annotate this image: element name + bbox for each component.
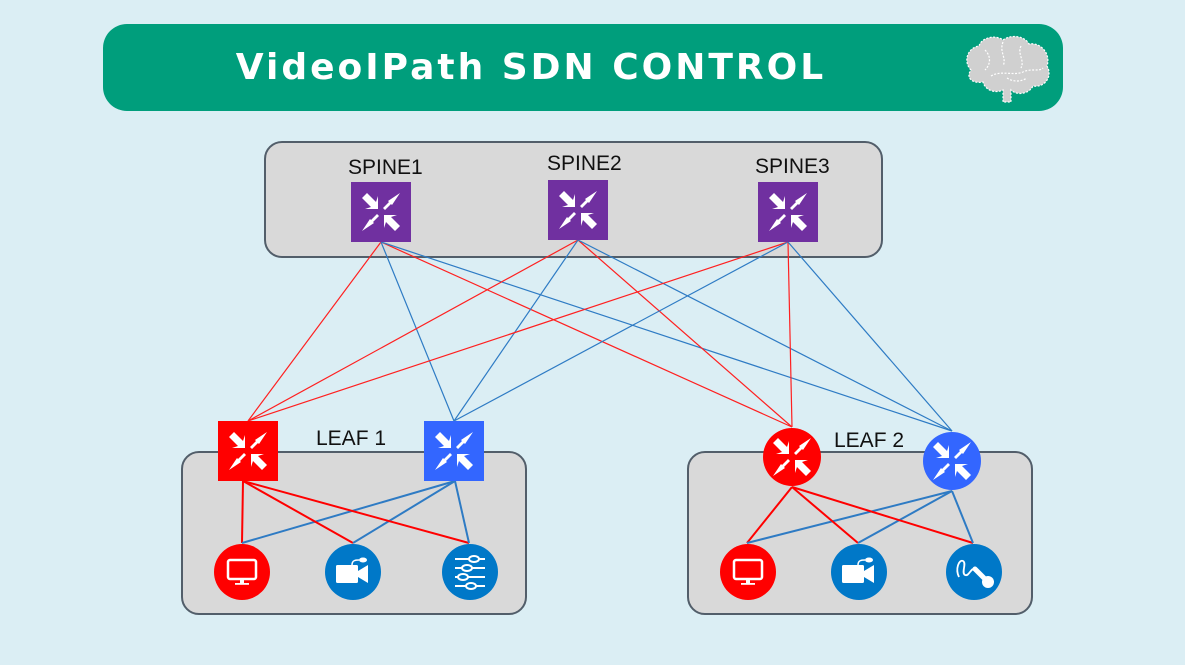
link-spine2-leaf1-red [247,239,579,422]
video-camera-icon [842,557,874,583]
link-leaf2-red-device1 [746,486,793,544]
link-leaf1-blue-device1 [241,480,456,544]
link-leaf1-red-device2 [242,480,354,544]
video-camera-icon [336,557,368,583]
leaf1-camera-device[interactable] [324,543,382,601]
link-spine1-leaf1-red [247,241,382,422]
spine1-switch[interactable] [351,182,411,242]
leaf1-mixer-device[interactable] [441,543,499,601]
spine2-label: SPINE2 [547,152,622,175]
audio-mixer-icon [455,555,485,590]
leaf2-camera-device[interactable] [830,543,888,601]
link-leaf1-red-device3 [242,480,470,544]
spine3-switch[interactable] [758,182,818,242]
leaf2-red-switch[interactable] [762,427,822,487]
leaf1-monitor-device[interactable] [213,543,271,601]
leaf2-microphone-device[interactable] [945,543,1003,601]
leaf1-red-switch[interactable] [218,421,278,481]
link-leaf2-blue-device2 [857,490,953,544]
link-spine3-leaf1-red [247,241,789,422]
leaf-device-links [241,480,974,544]
title-banner: VideoIPath SDN CONTROL [103,24,1063,111]
link-leaf1-red-device1 [241,480,244,544]
spine3-label: SPINE3 [755,155,830,178]
spine-leaf-links [247,239,953,432]
leaf1-blue-switch[interactable] [424,421,484,481]
link-spine2-leaf2-blue [577,239,953,432]
link-leaf1-blue-device3 [454,480,470,544]
leaf2-blue-switch[interactable] [922,431,982,491]
leaf2-label: LEAF 2 [834,429,905,452]
link-spine1-leaf1-blue [380,241,455,422]
microphone-icon [956,559,994,588]
link-leaf1-blue-device2 [352,480,456,544]
monitor-icon [732,558,764,585]
link-spine1-leaf2-red [380,241,793,428]
link-spine3-leaf1-blue [453,241,789,422]
link-spine2-leaf2-red [577,239,793,428]
brain-icon [966,35,1050,103]
leaf2-monitor-device[interactable] [719,543,777,601]
monitor-icon [226,558,258,585]
link-leaf2-red-device3 [791,486,974,544]
link-leaf2-red-device2 [791,486,859,544]
link-leaf2-blue-device1 [746,490,953,544]
link-spine3-leaf2-red [787,241,793,428]
link-spine2-leaf1-blue [453,239,579,422]
link-leaf2-blue-device3 [951,490,974,544]
link-spine1-leaf2-blue [380,241,953,432]
banner-title: VideoIPath SDN CONTROL [235,47,827,88]
spine1-label: SPINE1 [348,156,423,179]
spine2-switch[interactable] [548,180,608,240]
leaf1-label: LEAF 1 [316,427,387,450]
link-spine3-leaf2-blue [787,241,953,432]
